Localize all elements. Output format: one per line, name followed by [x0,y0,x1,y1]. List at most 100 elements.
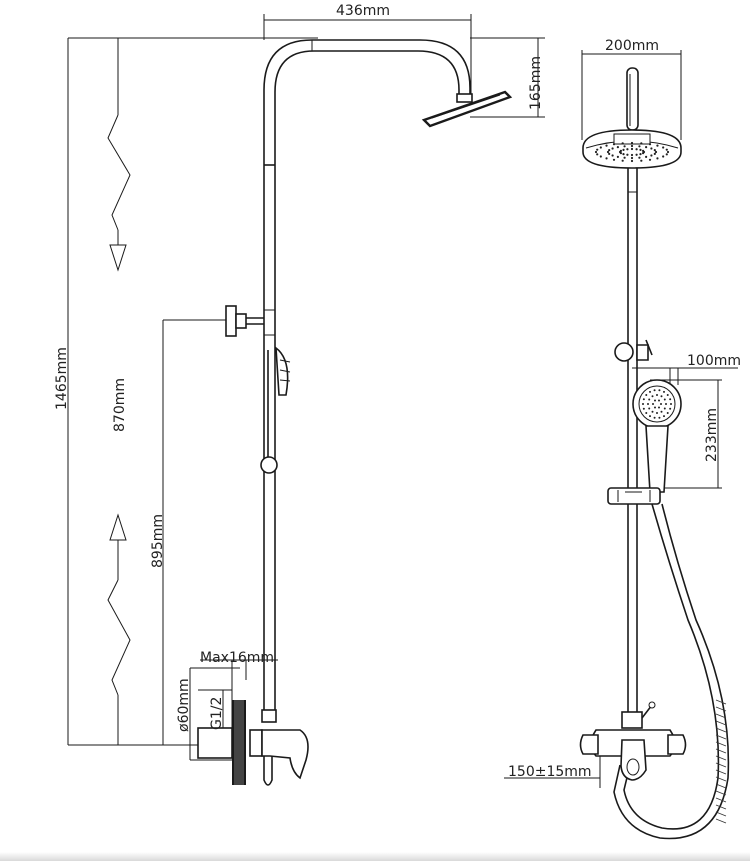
nozzle-dot [616,146,619,149]
nozzle-dot [638,145,641,148]
dim-hand-head-length: 233mm [704,408,720,462]
nozzle-dot [642,407,645,410]
nozzle-dot [630,159,634,163]
dim-flange-diameter: ø60mm [176,678,192,732]
nozzle-dot [596,153,599,156]
side-dimension-lines [67,14,545,761]
nozzle-dot [630,141,634,145]
nozzle-dot [652,403,654,405]
nozzle-dot [658,399,660,402]
front-riser [627,168,638,712]
nozzle-dot [663,398,666,401]
nozzle-dot [630,144,634,148]
dim-inlet-centers: 150±15mm [508,764,592,780]
front-view: 200mm 100mm 233mm 150±15mm [504,38,741,840]
nozzle-dot [621,142,624,145]
nozzle-dot [612,143,616,146]
nozzle-dot [645,146,648,149]
nozzle-dot [594,150,598,154]
nozzle-dot [608,149,611,152]
nozzle-dot [630,156,634,160]
nozzle-dot [669,407,672,410]
hose-hatch-line [715,748,727,754]
hose-hatch-line [715,741,727,747]
nozzle-dot [654,150,658,154]
hose-hatch-line [715,783,727,789]
nozzle-dot [645,155,648,158]
nozzle-dot [663,415,665,418]
nozzle-dot [656,157,659,160]
dim-bracket-height: 895mm [150,514,166,568]
nozzle-dot [619,149,623,152]
nozzle-dot [648,143,652,146]
hose-hatch-line [715,769,727,775]
dim-head-to-bracket: 870mm [112,378,128,432]
hose-hatch-line [715,818,727,824]
hose-hatch-line [715,706,727,712]
hand-shower-nozzles [642,389,672,419]
rain-head-side [421,90,513,128]
nozzle-dot [653,152,656,155]
rain-head-nozzles [594,141,670,163]
hose [613,503,730,840]
nozzle-dot [639,153,642,156]
nozzle-dot [616,155,619,158]
nozzle-dot [599,155,602,158]
wall-section [232,700,246,785]
hose-hatch-line [715,804,727,810]
nozzle-dot [640,159,643,162]
nozzle-dot [622,153,625,156]
nozzle-dot [606,150,610,154]
nozzle-dot [656,412,658,414]
dim-head-diameter: 200mm [605,38,659,54]
dim-inlet-thread: G1/2 [209,697,225,730]
nozzle-dot [640,142,643,145]
slide-holder [607,487,661,505]
nozzle-dot [663,390,665,393]
nozzle-dot [660,403,662,405]
bottom-edge-shadow [0,852,750,861]
nozzle-dot [635,153,638,156]
nozzle-dot [656,394,658,396]
nozzle-dot [669,398,672,401]
nozzle-dot [658,416,661,419]
nozzle-dot [653,149,656,152]
nozzle-dot [649,390,651,393]
nozzle-dot [649,415,651,418]
nozzle-dot [662,146,665,149]
hand-shower-side [260,346,291,474]
hand-shower-front [632,379,682,493]
hose-hatch [715,699,727,824]
nozzle-dot [596,148,599,151]
dim-total-height: 1465mm [54,347,70,410]
hose-hatch-line [715,727,727,733]
hose-hatch-line [715,762,727,768]
nozzle-dot [662,155,665,158]
nozzle-dot [645,411,648,414]
mixer-side [197,709,309,786]
nozzle-dot [651,395,654,398]
nozzle-dot [654,406,656,409]
nozzle-dot [660,395,663,398]
nozzle-dot [666,411,669,414]
front-arm [626,67,639,131]
nozzle-dot [641,149,645,152]
nozzle-dot [639,148,642,151]
nozzle-dot [621,159,624,162]
nozzle-dot [651,410,654,413]
nozzle-dot [665,148,668,151]
nozzle-dot [611,154,614,157]
nozzle-dot [650,147,653,150]
nozzle-dot [605,144,608,147]
hose-hatch-line [715,699,727,705]
nozzle-dot [658,406,660,409]
hose-hatch-line [715,713,727,719]
nozzle-dot [654,399,656,402]
nozzle-dot [642,403,644,405]
nozzle-dot [626,148,629,151]
nozzle-dot [630,147,634,151]
nozzle-dot [650,154,653,157]
nozzle-dot [648,407,651,410]
nozzle-dot [648,158,652,161]
nozzle-dot [608,152,611,155]
